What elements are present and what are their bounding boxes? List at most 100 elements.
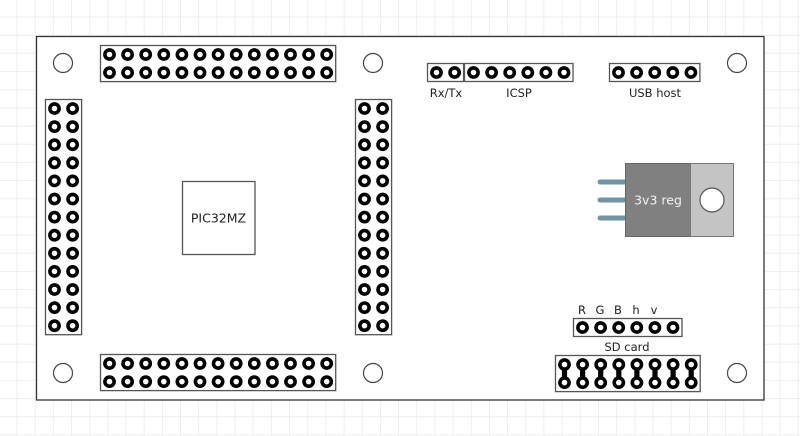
pin: [320, 375, 334, 388]
pin: [247, 375, 261, 388]
pin: [358, 264, 371, 278]
pin: [684, 66, 698, 79]
pin: [376, 210, 389, 224]
pin: [684, 376, 698, 389]
pin: [320, 357, 334, 370]
pin: [358, 138, 371, 152]
rxtx-header: [426, 62, 465, 83]
regulator-body: [625, 163, 691, 237]
pin: [48, 319, 61, 333]
pin: [358, 174, 371, 188]
pin: [376, 319, 389, 333]
pin: [558, 376, 571, 389]
pin: [66, 246, 79, 260]
pin: [576, 321, 589, 334]
pin: [576, 376, 589, 389]
pin: [358, 192, 371, 206]
pin: [448, 66, 461, 79]
pin: [66, 174, 79, 188]
pin: [302, 66, 315, 79]
pin: [612, 321, 626, 334]
pin-bridge: [580, 364, 586, 383]
mounting-hole: [52, 362, 74, 384]
pin: [358, 228, 371, 242]
pin: [229, 375, 243, 388]
pin: [48, 138, 61, 152]
pin: [302, 357, 315, 370]
pin: [666, 376, 680, 389]
pin: [265, 375, 279, 388]
pin: [376, 301, 389, 314]
pin: [229, 48, 243, 61]
pin-bridge: [561, 364, 568, 383]
pin: [648, 66, 662, 79]
mounting-hole: [726, 52, 748, 74]
regulator-tab: [690, 163, 734, 237]
regulator-tab-hole: [699, 187, 725, 213]
pin: [430, 66, 443, 79]
pin: [139, 375, 153, 388]
icsp-label: ICSP: [506, 86, 532, 100]
pin: [48, 264, 61, 278]
pin: [666, 358, 680, 371]
pin: [66, 228, 79, 242]
pin-bridge: [688, 364, 694, 383]
pin: [193, 357, 207, 370]
pin: [376, 102, 389, 115]
rgb-label-v: v: [651, 303, 658, 317]
pin: [139, 66, 153, 79]
pin: [612, 358, 626, 371]
sd-card-label: SD card: [604, 340, 649, 354]
icsp-header: [463, 62, 574, 83]
pin: [175, 375, 189, 388]
pin: [121, 375, 134, 388]
pin: [358, 246, 371, 260]
pin: [66, 138, 79, 152]
pin: [594, 321, 607, 334]
chip-body: [181, 180, 256, 256]
pin: [211, 357, 225, 370]
pin: [265, 48, 279, 61]
pin: [193, 66, 207, 79]
microcontroller-chip: PIC32MZ: [181, 180, 256, 256]
pin: [211, 375, 225, 388]
pin: [66, 264, 79, 278]
pin: [139, 48, 153, 61]
pin: [175, 357, 189, 370]
pin: [358, 301, 371, 314]
mounting-holes: [52, 52, 748, 384]
pin: [193, 48, 207, 61]
pin: [121, 48, 134, 61]
pin: [66, 192, 79, 206]
icsp-header-outline: [463, 62, 574, 83]
pin: [594, 376, 608, 389]
pin: [630, 321, 644, 334]
pin: [376, 192, 389, 206]
pin: [48, 246, 61, 260]
pin: [66, 156, 79, 170]
pin: [157, 48, 171, 61]
pin: [48, 156, 61, 170]
pin: [576, 358, 589, 371]
pin: [103, 375, 116, 388]
chip-label: PIC32MZ: [191, 211, 246, 226]
pin-bridge: [670, 364, 676, 383]
pin: [265, 66, 279, 79]
pin: [558, 358, 571, 371]
pin: [376, 138, 389, 152]
pin: [247, 48, 261, 61]
pin: [358, 156, 371, 170]
pin: [265, 357, 279, 370]
rxtx-label: Rx/Tx: [430, 86, 463, 100]
voltage-regulator: 3v3 reg: [597, 163, 734, 237]
pin-bridge: [652, 364, 658, 383]
pin-bridge: [634, 364, 640, 383]
pin: [48, 192, 61, 206]
pin: [229, 357, 243, 370]
pin: [630, 358, 644, 371]
pin: [594, 358, 608, 371]
pin: [612, 376, 626, 389]
pin: [320, 66, 334, 79]
pin: [467, 66, 480, 79]
